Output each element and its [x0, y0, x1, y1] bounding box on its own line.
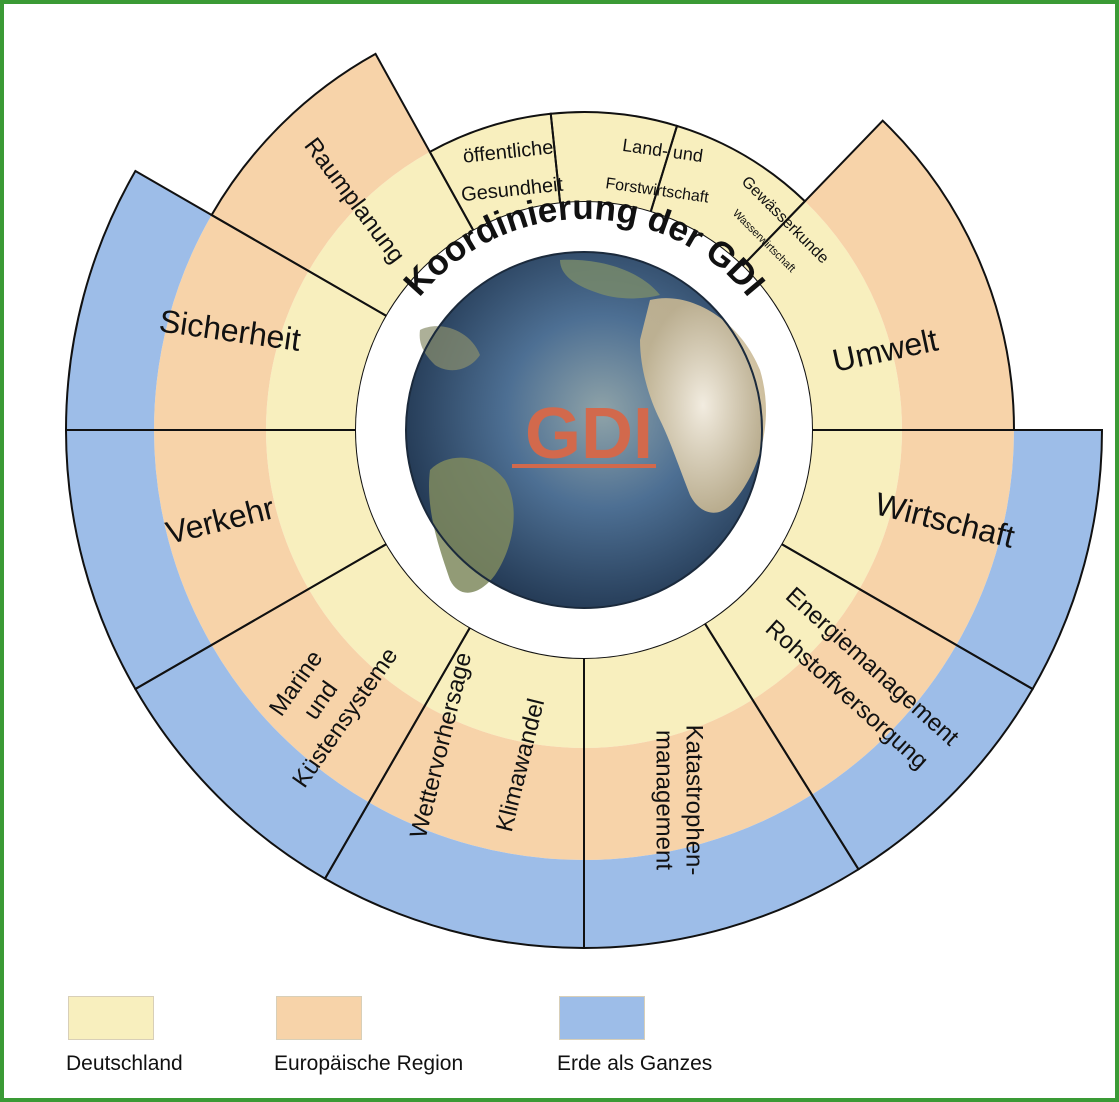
sector-band-katastrophenmanagement-erde: [584, 794, 859, 948]
legend-swatch-deutschland: [68, 996, 154, 1040]
legend-swatch-europa: [276, 996, 362, 1040]
sector-band-umwelt-deutschland: [742, 201, 902, 430]
sector-band-marine-kuesten-europa: [211, 589, 425, 803]
sector-band-sicherheit-europa: [154, 215, 309, 430]
sector-band-marine-kuesten-deutschland: [308, 544, 470, 706]
sector-band-wetter-klima-europa: [369, 705, 584, 860]
sector-band-wetter-klima-deutschland: [425, 627, 584, 748]
sector-band-raumplanung-deutschland: [308, 151, 474, 316]
sector-band-energie-rohstoff-erde: [811, 645, 1033, 870]
legend-label-deutschland: Deutschland: [66, 1052, 183, 1075]
sector-band-wirtschaft-deutschland: [781, 430, 902, 589]
sector-band-energie-rohstoff-europa: [752, 589, 957, 795]
sector-band-gewaesserkunde-deutschland: [650, 125, 805, 266]
legend-label-europa: Europäische Region: [274, 1052, 464, 1075]
sector-label-katastrophenmanagement-line-2: management: [651, 730, 678, 870]
sector-label-katastrophenmanagement: Katastrophen-management: [651, 725, 708, 876]
sector-band-raumplanung-europa: [211, 53, 430, 271]
legend-label-erde: Erde als Ganzes: [557, 1052, 713, 1075]
sector-outline-raumplanung: [210, 52, 475, 318]
sector-band-wetter-klima-erde: [325, 802, 584, 948]
sector-band-verkehr-deutschland: [266, 430, 387, 589]
sector-band-land-forstwirtschaft-deutschland: [550, 111, 677, 212]
sector-band-oeffentliche-gesundheit-deutschland: [429, 113, 561, 231]
sector-band-katastrophenmanagement-europa: [584, 699, 812, 860]
sector-band-energie-rohstoff-deutschland: [704, 544, 860, 700]
sector-band-sicherheit-deutschland: [266, 271, 387, 430]
sector-label-katastrophenmanagement-line-1: Katastrophen-: [681, 725, 708, 876]
legend-swatch-erde: [559, 996, 645, 1040]
sector-band-verkehr-europa: [154, 430, 309, 645]
sector-band-marine-kuesten-erde: [135, 645, 369, 879]
sector-band-wirtschaft-erde: [956, 430, 1102, 689]
sector-band-wirtschaft-europa: [859, 430, 1014, 645]
sector-band-verkehr-erde: [66, 430, 212, 689]
sector-band-umwelt-europa: [804, 120, 1014, 430]
sector-band-sicherheit-erde: [66, 171, 212, 430]
globe-image: [405, 251, 766, 609]
globe-label: GDI: [525, 394, 653, 474]
